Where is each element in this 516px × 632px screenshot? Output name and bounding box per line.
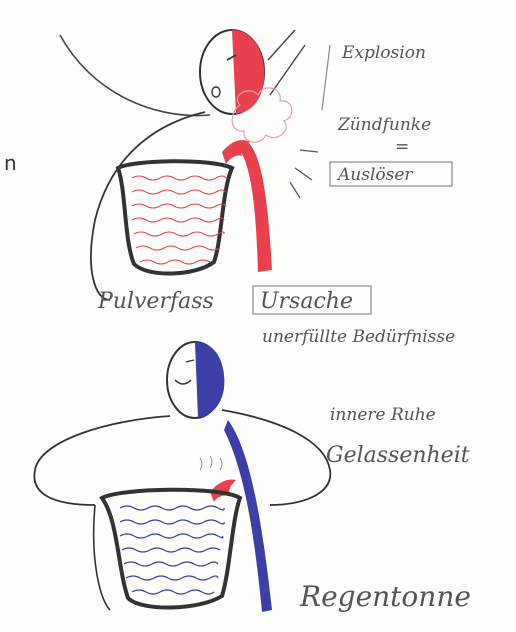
calm-face-blue xyxy=(195,342,224,418)
angry-mouth xyxy=(212,87,220,97)
calm-smile xyxy=(175,380,191,384)
calm-eye xyxy=(186,360,194,362)
label-regentonne: Regentonne xyxy=(299,580,471,613)
label-innere-ruhe: innere Ruhe xyxy=(330,405,436,425)
label-bracket-line xyxy=(322,45,330,110)
angry-body-red xyxy=(240,140,272,272)
label-gelassenheit: Gelassenheit xyxy=(326,443,470,468)
raised-arm-left xyxy=(60,35,210,116)
label-ursache: Ursache xyxy=(260,289,353,314)
calm-body-left xyxy=(94,505,110,610)
stray-letter: n xyxy=(4,151,17,175)
angry-figure xyxy=(60,30,318,300)
burst-lines xyxy=(290,150,318,198)
rain-barrel xyxy=(102,490,240,608)
steam-wisps xyxy=(200,456,222,470)
raised-arm-right xyxy=(268,30,305,95)
label-explosion: Explosion xyxy=(341,43,426,63)
label-zuendfunke: Zündfunke xyxy=(337,115,431,135)
calm-figure xyxy=(34,342,330,612)
label-beduerfnisse: unerfüllte Bedürfnisse xyxy=(262,327,455,347)
label-pulverfass: Pulverfass xyxy=(97,289,214,314)
barrel-waves-red xyxy=(132,176,226,264)
angry-face-red xyxy=(232,30,264,114)
label-equals: = xyxy=(395,137,409,157)
barrel-waves-blue xyxy=(120,506,224,594)
calm-body-blue xyxy=(224,420,272,612)
label-ausloeser: Auslöser xyxy=(336,165,413,185)
